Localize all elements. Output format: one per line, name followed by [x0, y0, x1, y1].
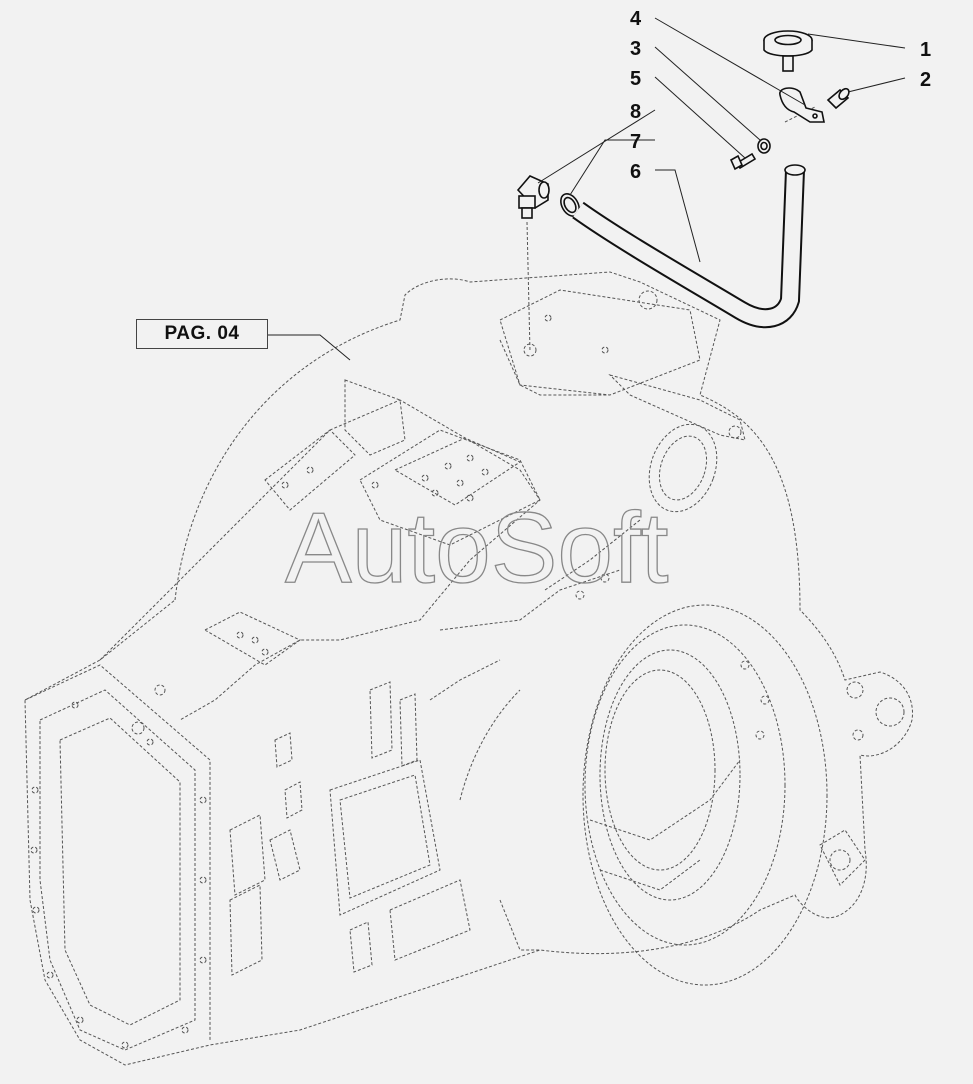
callout-leaders — [268, 17, 906, 361]
callout-8: 8 — [630, 101, 641, 123]
watermark-text: AutoSoft — [285, 492, 669, 604]
transmission-housing-outline — [24, 106, 914, 1066]
callout-2: 2 — [920, 69, 931, 91]
callout-7: 7 — [630, 131, 641, 153]
page-reference-label: PAG. 04 — [164, 323, 240, 344]
bolt-part — [729, 152, 757, 171]
washer-part — [757, 138, 771, 154]
callout-labels: 1 2 3 4 5 6 7 8 — [630, 8, 931, 183]
hose-clamp-part — [560, 193, 580, 217]
elbow-fitting-part — [516, 175, 550, 219]
callout-4: 4 — [630, 8, 642, 30]
vent-cap-part — [763, 30, 813, 72]
page-reference-box[interactable]: PAG. 04 — [136, 319, 268, 349]
callout-6: 6 — [630, 161, 641, 183]
callout-3: 3 — [630, 38, 641, 60]
callout-5: 5 — [630, 68, 641, 90]
callout-1: 1 — [920, 39, 931, 61]
vent-tube-part — [572, 164, 806, 329]
clip-bracket-part — [779, 87, 825, 123]
bushing-part — [826, 87, 850, 110]
